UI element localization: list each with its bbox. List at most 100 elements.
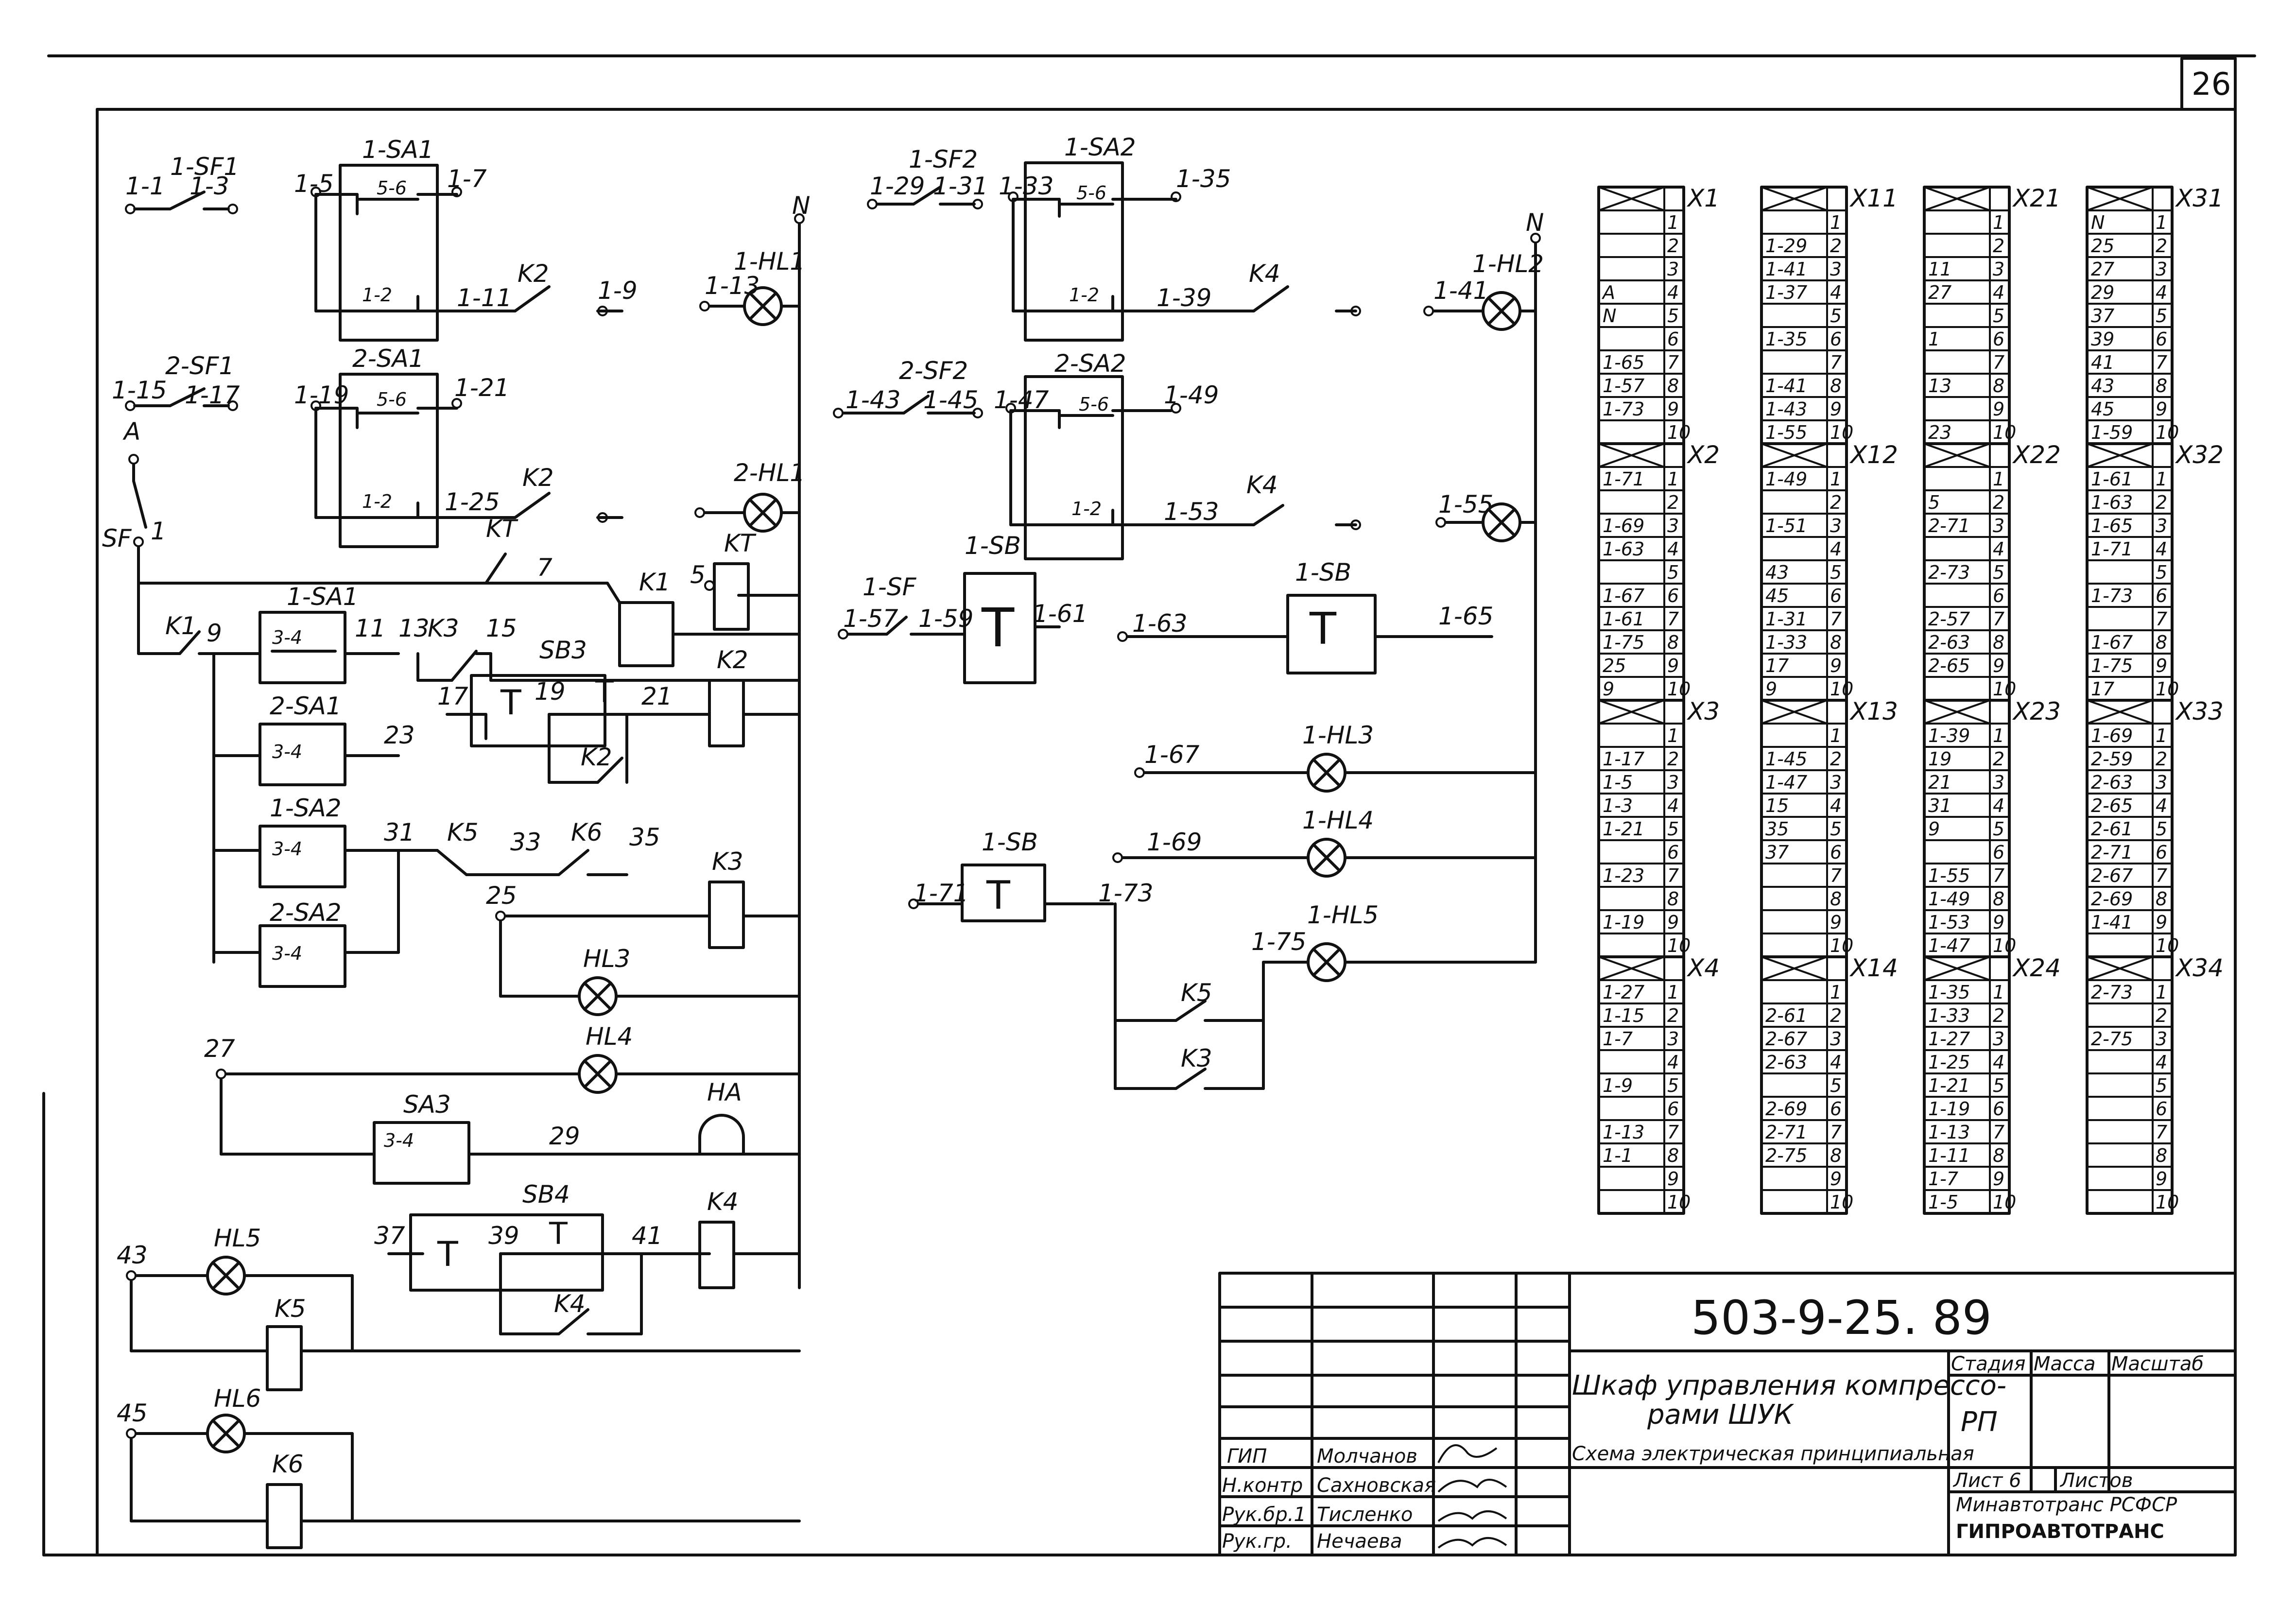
terminal-number: 6 — [1830, 328, 1842, 350]
terminal-wire-label: 1-13 — [1603, 1122, 1644, 1143]
terminal-number: 4 — [1667, 1052, 1679, 1073]
svg-text:K2: K2 — [522, 464, 554, 492]
terminal-wire-label: 1-5 — [1603, 772, 1633, 793]
terminal-wire-label: 1-49 — [1765, 468, 1807, 490]
svg-text:Н.контр: Н.контр — [1222, 1474, 1303, 1497]
terminal-number: 6 — [1830, 842, 1842, 863]
terminal-block-name: X23 — [2012, 697, 2061, 726]
svg-text:A: A — [122, 417, 140, 446]
svg-text:1-2: 1-2 — [1069, 284, 1099, 306]
svg-text:17: 17 — [437, 682, 468, 710]
svg-text:1-15: 1-15 — [112, 376, 167, 404]
terminal-wire-label: 2-59 — [2091, 748, 2133, 770]
svg-text:1-73: 1-73 — [1098, 879, 1153, 907]
terminal-number: 3 — [2156, 259, 2167, 280]
terminal-wire-label: 2-65 — [2091, 795, 2133, 816]
terminal-wire-label: 1-35 — [1928, 982, 1970, 1003]
svg-text:1-SA2: 1-SA2 — [1064, 133, 1136, 161]
terminal-wire-label: 1-73 — [2091, 585, 2133, 606]
svg-text:2-SA1: 2-SA1 — [352, 345, 424, 373]
terminal-number: 10 — [2156, 1192, 2179, 1213]
terminal-number: 9 — [1667, 655, 1679, 676]
terminal-number: 5 — [1993, 818, 2004, 840]
terminal-wire-label: 1-19 — [1928, 1098, 1970, 1120]
svg-text:1-SF1: 1-SF1 — [170, 153, 239, 181]
terminal-wire-label: 1-61 — [1603, 608, 1644, 630]
svg-text:1-21: 1-21 — [454, 374, 509, 402]
terminal-number: 1 — [1993, 212, 2004, 233]
terminal-wire-label: 35 — [1765, 818, 1789, 840]
terminal-wire-label: 1-65 — [1603, 352, 1644, 373]
terminal-number: 9 — [1993, 398, 2004, 420]
svg-text:K4: K4 — [1249, 259, 1280, 288]
svg-text:T: T — [595, 674, 614, 709]
svg-text:Тисленко: Тисленко — [1317, 1503, 1413, 1526]
svg-text:1-HL4: 1-HL4 — [1302, 806, 1374, 834]
svg-text:SB3: SB3 — [539, 636, 587, 664]
terminal-wire-label: 9 — [1928, 818, 1940, 840]
terminal-number: 2 — [1830, 235, 1842, 257]
svg-text:1-29: 1-29 — [870, 172, 925, 200]
svg-text:K4: K4 — [554, 1290, 586, 1318]
terminal-number: 8 — [1993, 1145, 2004, 1166]
terminal-number: 7 — [1667, 608, 1679, 630]
terminal-number: 2 — [1830, 1005, 1842, 1026]
svg-text:1-35: 1-35 — [1176, 165, 1231, 193]
terminal-number: 9 — [1830, 398, 1842, 420]
right-n-bus: N 1-41 1-HL2 1-55 — [1423, 208, 1544, 964]
terminal-number: 10 — [1667, 1192, 1691, 1213]
terminal-number: 9 — [1830, 655, 1842, 676]
svg-text:Лист 6: Лист 6 — [1952, 1469, 2021, 1492]
terminal-number: 2 — [2156, 1005, 2167, 1026]
svg-text:39: 39 — [488, 1222, 519, 1250]
svg-text:Листов: Листов — [2059, 1469, 2133, 1492]
terminal-number: 6 — [2156, 842, 2167, 863]
terminal-number: 5 — [2156, 818, 2167, 840]
terminal-number: 5 — [1993, 1075, 2004, 1096]
signature-2 — [1437, 1479, 1507, 1493]
terminal-wire-label: 1-35 — [1765, 328, 1807, 350]
terminal-number: 2 — [1830, 748, 1842, 770]
terminal-number: 5 — [1830, 818, 1842, 840]
terminal-wire-label: 27 — [2091, 259, 2114, 280]
terminal-wire-label: 45 — [2091, 398, 2114, 420]
terminal-number: 2 — [2156, 748, 2167, 770]
svg-text:23: 23 — [384, 721, 415, 749]
terminal-number: 4 — [1830, 282, 1842, 303]
terminal-wire-label: 2-63 — [1765, 1052, 1807, 1073]
svg-text:HL6: HL6 — [214, 1384, 261, 1413]
svg-text:27: 27 — [204, 1035, 235, 1063]
terminal-wire-label: A — [1601, 282, 1615, 303]
terminal-number: 3 — [1993, 515, 2004, 536]
svg-text:35: 35 — [629, 823, 660, 851]
terminal-wire-label: 21 — [1928, 772, 1951, 793]
circuit-sf1-sa1: 1-1 1-3 1-SF1 1-SA1 5-6 1-5 1-7 1-2 1-11… — [125, 136, 638, 342]
svg-text:KT: KT — [486, 515, 518, 543]
svg-text:K3: K3 — [1181, 1044, 1212, 1072]
svg-text:1-SB: 1-SB — [1295, 558, 1351, 587]
control-rungs-left: SF 1 KT 7 K1 KT 5 K1 9 1-SA1 3-4 11 13 K… — [102, 480, 801, 1549]
terminal-number: 4 — [2156, 538, 2167, 560]
svg-text:K6: K6 — [272, 1450, 304, 1478]
terminal-wire-label: 1-33 — [1928, 1005, 1970, 1026]
terminal-wire-label: 2-69 — [1765, 1098, 1807, 1120]
svg-text:1-19: 1-19 — [294, 381, 349, 409]
terminal-wire-label: 1-73 — [1603, 398, 1644, 420]
terminal-number: 6 — [1667, 842, 1679, 863]
terminal-wire-label: 1-5 — [1928, 1192, 1958, 1213]
terminal-wire-label: 2-57 — [1928, 608, 1970, 630]
terminal-number: 2 — [1993, 235, 2004, 257]
terminal-wire-label: 2-67 — [1765, 1028, 1807, 1050]
circuit-2sf1-2sa1: 1-15 1-17 2-SF1 A 2-SA1 5-6 1-19 1-21 1-… — [112, 345, 623, 548]
terminal-number: 10 — [1830, 935, 1853, 956]
terminal-number: 10 — [1667, 935, 1691, 956]
terminal-wire-label: 37 — [2091, 305, 2114, 327]
svg-text:31: 31 — [384, 818, 415, 847]
terminal-wire-label: 25 — [2091, 235, 2114, 257]
svg-text:1-SA1: 1-SA1 — [287, 583, 359, 611]
svg-text:13: 13 — [398, 614, 430, 642]
sb-circuits: 1-57 1-59 1-SF 1-SB T 1-61 1-63 1-SB T 1… — [838, 532, 1537, 1090]
terminal-wire-label: 1-69 — [2091, 725, 2133, 746]
